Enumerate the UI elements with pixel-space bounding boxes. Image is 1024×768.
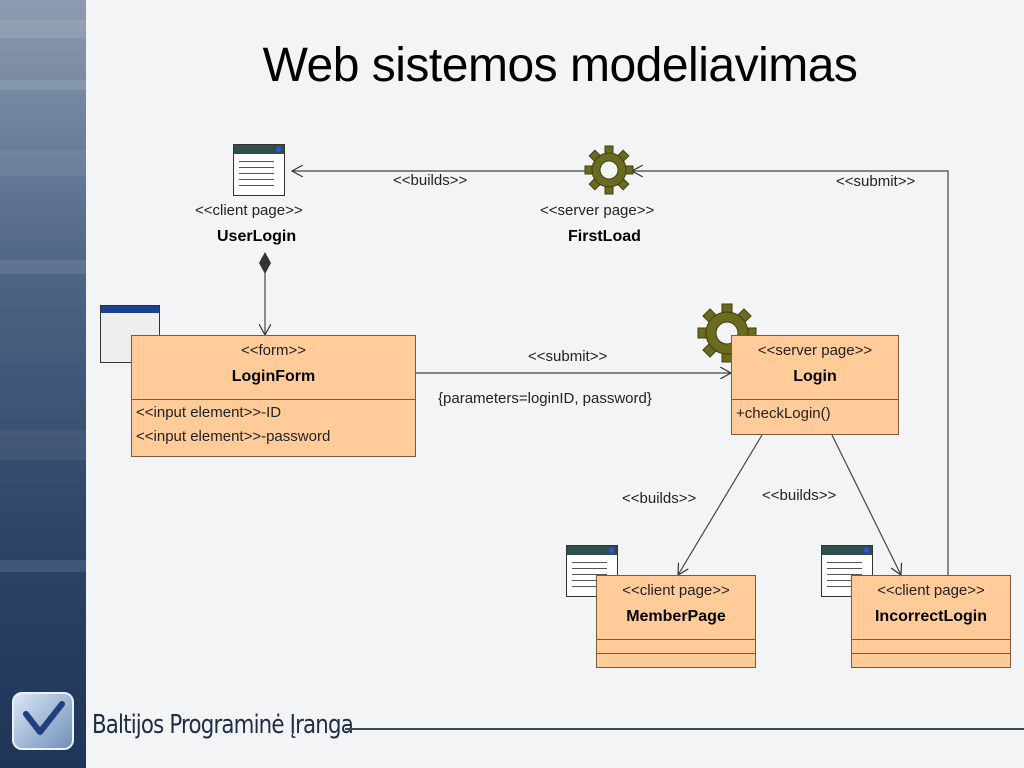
login-operation: +checkLogin() bbox=[736, 405, 831, 422]
label-submit-top: <<submit>> bbox=[836, 173, 916, 190]
edge-builds-incorrect bbox=[831, 434, 901, 575]
label-builds-top: <<builds>> bbox=[393, 172, 468, 189]
loginform-stereotype: <<form>> bbox=[240, 342, 307, 359]
label-builds-member: <<builds>> bbox=[622, 490, 697, 507]
memberpage-class: <<client page>> MemberPage bbox=[596, 575, 756, 668]
firstload-name: FirstLoad bbox=[568, 228, 641, 245]
loginform-name: LoginForm bbox=[231, 368, 316, 385]
incorrectlogin-stereotype: <<client page>> bbox=[877, 582, 985, 599]
slide-sidebar bbox=[0, 0, 86, 768]
edge-submit-top bbox=[632, 171, 949, 575]
userlogin-stereotype: <<client page>> bbox=[195, 202, 303, 219]
loginform-attr-id: <<input element>>-ID bbox=[136, 404, 282, 421]
userlogin-client-page-icon bbox=[233, 144, 285, 196]
company-name: Baltijos Programinė Įranga bbox=[92, 710, 354, 740]
company-logo-icon bbox=[12, 692, 74, 750]
login-stereotype: <<server page>> bbox=[757, 342, 873, 359]
loginform-class: <<form>> LoginForm <<input element>>-ID … bbox=[131, 335, 416, 457]
footer-divider bbox=[345, 728, 1024, 730]
login-class: <<server page>> Login +checkLogin() bbox=[731, 335, 899, 435]
label-parameters: {parameters=loginID, password} bbox=[438, 390, 652, 407]
incorrectlogin-name: IncorrectLogin bbox=[874, 608, 987, 625]
userlogin-name: UserLogin bbox=[217, 228, 297, 245]
label-builds-incorrect: <<builds>> bbox=[762, 487, 837, 504]
login-name: Login bbox=[793, 368, 837, 385]
edge-builds-member bbox=[678, 434, 763, 575]
label-submit-middle: <<submit>> bbox=[528, 348, 608, 365]
loginform-attr-password: <<input element>>-password bbox=[136, 428, 331, 445]
composition-diamond bbox=[259, 252, 271, 274]
incorrectlogin-class: <<client page>> IncorrectLogin bbox=[851, 575, 1011, 668]
memberpage-stereotype: <<client page>> bbox=[622, 582, 730, 599]
firstload-stereotype: <<server page>> bbox=[540, 202, 655, 219]
memberpage-name: MemberPage bbox=[626, 608, 726, 625]
slide-title: Web sistemos modeliavimas bbox=[262, 39, 858, 92]
firstload-gear-icon bbox=[584, 145, 634, 195]
